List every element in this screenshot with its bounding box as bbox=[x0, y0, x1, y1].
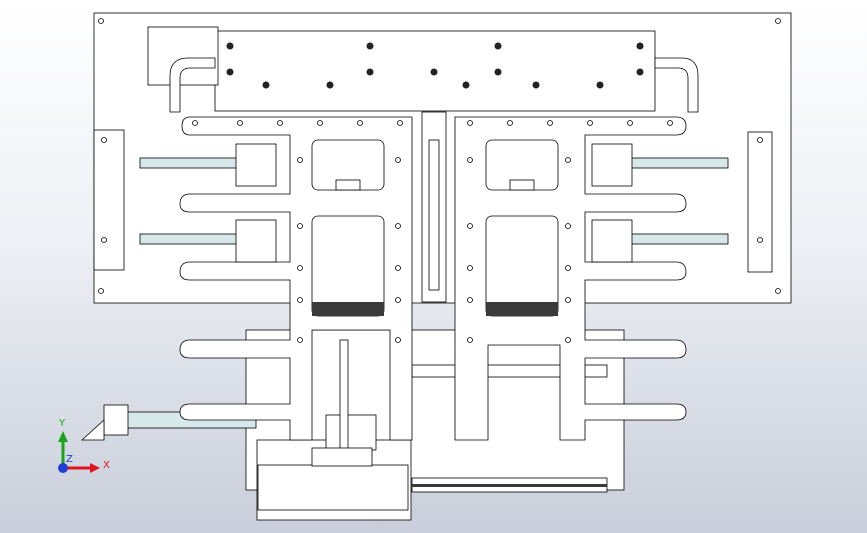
bolt-hole bbox=[366, 42, 374, 50]
screw bbox=[757, 237, 763, 243]
slider-left-top[interactable] bbox=[235, 143, 277, 187]
screw bbox=[395, 337, 401, 343]
bolt-hole bbox=[226, 68, 234, 76]
screw bbox=[98, 288, 104, 294]
screw bbox=[467, 337, 473, 343]
triad-x-label: X bbox=[103, 460, 110, 471]
bolt-hole bbox=[494, 68, 502, 76]
right-side-bracket[interactable] bbox=[747, 131, 773, 273]
screw bbox=[467, 223, 473, 229]
bolt-hole bbox=[326, 81, 334, 89]
guide-left-top[interactable] bbox=[139, 157, 241, 169]
triad-z-label: Z bbox=[66, 454, 73, 465]
window-left-2[interactable] bbox=[311, 215, 385, 317]
screw bbox=[357, 120, 363, 126]
bottom-plate[interactable] bbox=[257, 464, 409, 511]
bolt-holes bbox=[226, 42, 644, 89]
screw bbox=[297, 157, 303, 163]
triad-y-arrow bbox=[58, 431, 68, 442]
screw bbox=[565, 337, 571, 343]
coordinate-triad: X Y Z bbox=[58, 418, 110, 473]
screw bbox=[297, 223, 303, 229]
mechanism-lower[interactable] bbox=[311, 447, 373, 467]
screw bbox=[101, 137, 107, 143]
screw bbox=[507, 120, 513, 126]
left-pipe[interactable] bbox=[169, 57, 216, 113]
bolt-hole bbox=[366, 68, 374, 76]
screw bbox=[775, 288, 781, 294]
bolt-hole bbox=[494, 42, 502, 50]
screw bbox=[277, 120, 283, 126]
screw bbox=[467, 265, 473, 271]
screw bbox=[565, 265, 571, 271]
screw bbox=[757, 137, 763, 143]
bolt-hole bbox=[462, 81, 470, 89]
screw bbox=[467, 120, 473, 126]
carrier-right[interactable] bbox=[454, 116, 687, 441]
slider-right-top[interactable] bbox=[591, 143, 633, 187]
guide-right-bottom[interactable] bbox=[627, 233, 729, 245]
screw bbox=[297, 297, 303, 303]
bolt-hole bbox=[226, 42, 234, 50]
screw bbox=[467, 297, 473, 303]
slider-right-bottom[interactable] bbox=[591, 219, 633, 263]
screw bbox=[775, 18, 781, 24]
screw bbox=[667, 120, 673, 126]
screw bbox=[395, 157, 401, 163]
triad-x-arrow bbox=[90, 463, 100, 473]
screw bbox=[395, 265, 401, 271]
window-right-2[interactable] bbox=[485, 215, 559, 317]
screw bbox=[98, 18, 104, 24]
screw bbox=[297, 265, 303, 271]
screw bbox=[627, 120, 633, 126]
dark-band-left bbox=[312, 302, 384, 316]
screw bbox=[297, 337, 303, 343]
bolt-hole bbox=[636, 42, 644, 50]
clamp-right[interactable] bbox=[509, 179, 535, 191]
spine-slot[interactable] bbox=[428, 139, 440, 291]
carrier-left[interactable] bbox=[179, 116, 413, 441]
left-side-bracket[interactable] bbox=[93, 129, 125, 271]
slider-left-bottom[interactable] bbox=[235, 219, 277, 263]
bolt-hole bbox=[262, 81, 270, 89]
triad-z-origin bbox=[58, 463, 68, 473]
screw bbox=[395, 223, 401, 229]
left-cylinder-head[interactable] bbox=[103, 404, 129, 436]
clamp-left[interactable] bbox=[335, 179, 361, 191]
guide-left-bottom[interactable] bbox=[139, 233, 241, 245]
bolt-hole bbox=[532, 81, 540, 89]
screw bbox=[397, 120, 403, 126]
dark-band-right bbox=[486, 302, 558, 316]
motor-flange[interactable] bbox=[147, 26, 219, 86]
screw bbox=[547, 120, 553, 126]
bolt-hole bbox=[430, 68, 438, 76]
mechanism-block[interactable] bbox=[325, 414, 377, 451]
rail-dark-stripe bbox=[412, 484, 607, 487]
bolt-hole bbox=[636, 68, 644, 76]
screw bbox=[395, 297, 401, 303]
screw bbox=[467, 157, 473, 163]
left-cylinder-bracket[interactable] bbox=[80, 419, 105, 441]
screw bbox=[192, 120, 198, 126]
screw-circles bbox=[98, 18, 781, 343]
right-pipe[interactable] bbox=[654, 57, 699, 113]
screw bbox=[237, 120, 243, 126]
screw bbox=[565, 157, 571, 163]
screw bbox=[587, 120, 593, 126]
screw bbox=[565, 297, 571, 303]
screw bbox=[317, 120, 323, 126]
bolt-hole bbox=[596, 81, 604, 89]
screw bbox=[101, 237, 107, 243]
triad-y-label: Y bbox=[58, 418, 66, 429]
guide-right-top[interactable] bbox=[627, 157, 729, 169]
mechanism-shaft[interactable] bbox=[339, 339, 349, 461]
screw bbox=[565, 223, 571, 229]
